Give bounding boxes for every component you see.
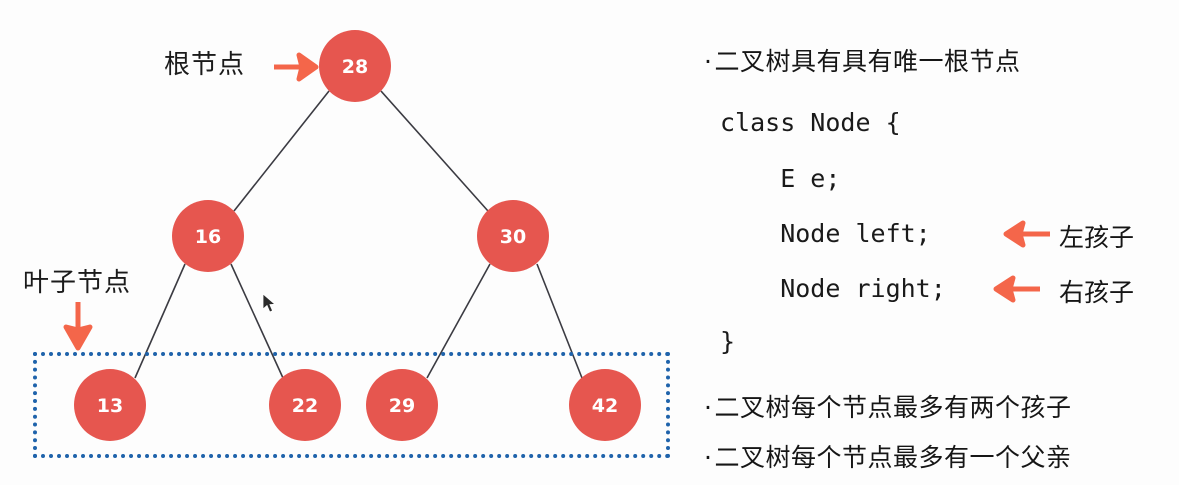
tree-canvas: 28 16 30 13 22 29 bbox=[74, 30, 641, 441]
notes-panel: · 二叉树具有具有唯一根节点 class Node { E e; Node le… bbox=[690, 0, 1179, 485]
bullet-one-parent-text: 二叉树每个节点最多有一个父亲 bbox=[714, 443, 1072, 472]
edge-16-22 bbox=[230, 263, 284, 379]
node-value-16: 16 bbox=[195, 226, 221, 248]
node-value-13: 13 bbox=[97, 395, 123, 417]
edge-16-13 bbox=[134, 263, 186, 379]
node-value-29: 29 bbox=[389, 395, 415, 417]
node-value-22: 22 bbox=[292, 395, 318, 417]
bullet-two-children-text: 二叉树每个节点最多有两个孩子 bbox=[714, 393, 1072, 422]
leaf-nodes-group-box bbox=[33, 352, 670, 458]
tree-node-42[interactable]: 42 bbox=[569, 369, 641, 441]
edge-30-42 bbox=[536, 263, 583, 379]
tree-edges bbox=[134, 90, 583, 379]
edge-28-30 bbox=[380, 90, 489, 212]
node-circle-16 bbox=[172, 200, 244, 272]
bullet-two-children: · 二叉树每个节点最多有两个孩子 bbox=[704, 388, 1071, 424]
node-circle-30 bbox=[477, 200, 549, 272]
tree-node-29[interactable]: 29 bbox=[366, 369, 438, 441]
node-circle-13 bbox=[74, 369, 146, 441]
node-value-28: 28 bbox=[342, 56, 368, 78]
binary-tree-diagram: 28 16 30 13 22 29 bbox=[23, 30, 670, 458]
edge-28-16 bbox=[233, 90, 330, 212]
node-value-30: 30 bbox=[500, 226, 526, 248]
code-line-class-close: } bbox=[720, 327, 736, 356]
tree-node-13[interactable]: 13 bbox=[74, 369, 146, 441]
code-line-field-left: Node left; bbox=[720, 219, 931, 248]
arrow-left-icon-left-child bbox=[1003, 220, 1050, 248]
arrow-right-icon bbox=[274, 52, 319, 82]
bullet-unique-root: · 二叉树具有具有唯一根节点 bbox=[704, 42, 1020, 78]
bullet-marker-icon: · bbox=[704, 393, 713, 422]
mouse-pointer-icon bbox=[262, 293, 277, 313]
tree-node-22[interactable]: 22 bbox=[269, 369, 341, 441]
node-circle-22 bbox=[269, 369, 341, 441]
code-line-class-open: class Node { bbox=[720, 108, 901, 137]
node-circle-29 bbox=[366, 369, 438, 441]
bullet-one-parent: · 二叉树每个节点最多有一个父亲 bbox=[704, 438, 1071, 474]
tree-node-16[interactable]: 16 bbox=[172, 200, 244, 272]
code-line-field-right: Node right; bbox=[720, 274, 946, 303]
root-node-annotation-label: 根节点 bbox=[164, 50, 246, 80]
edge-30-29 bbox=[426, 263, 491, 379]
arrow-down-icon bbox=[63, 302, 93, 351]
annotation-left-child: 左孩子 bbox=[1059, 223, 1135, 252]
bullet-marker-icon: · bbox=[704, 443, 713, 472]
node-value-42: 42 bbox=[592, 395, 618, 417]
leaf-node-annotation-label: 叶子节点 bbox=[23, 268, 132, 298]
bullet-unique-root-text: 二叉树具有具有唯一根节点 bbox=[714, 47, 1021, 76]
node-circle-42 bbox=[569, 369, 641, 441]
tree-node-30[interactable]: 30 bbox=[477, 200, 549, 272]
code-line-field-e: E e; bbox=[720, 164, 841, 193]
arrow-left-icon-right-child bbox=[993, 275, 1040, 303]
tree-node-28[interactable]: 28 bbox=[319, 30, 391, 102]
bullet-marker-icon: · bbox=[704, 47, 713, 76]
annotation-right-child: 右孩子 bbox=[1059, 278, 1135, 307]
node-circle-28 bbox=[319, 30, 391, 102]
